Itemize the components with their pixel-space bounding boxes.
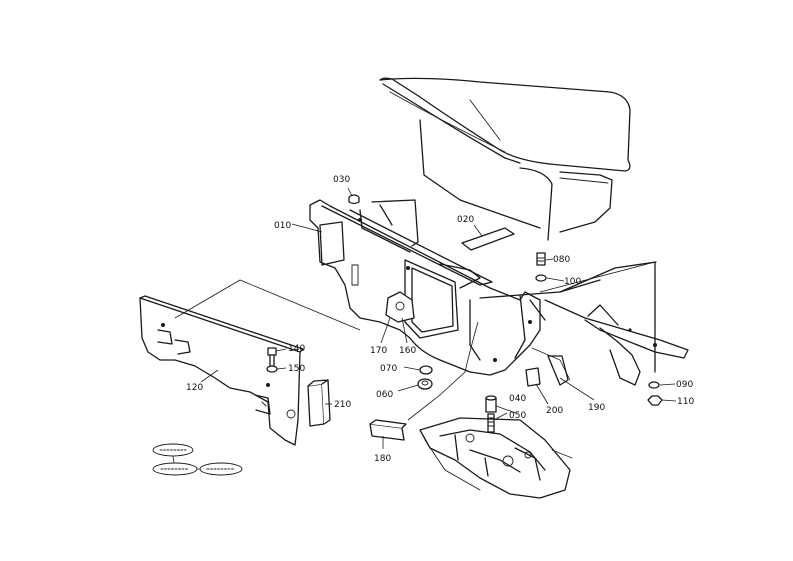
callout-110: 110	[677, 397, 694, 407]
callout-120: 120	[186, 383, 203, 393]
callout-160: 160	[399, 346, 416, 356]
callout-050: 050	[509, 411, 526, 421]
callout-090: 090	[676, 380, 693, 390]
spacer-040	[485, 395, 497, 413]
bracket-160	[385, 291, 415, 323]
nut-110	[647, 395, 663, 406]
callout-leaders	[200, 187, 677, 449]
lower-chassis	[419, 417, 573, 499]
callout-100: 100	[564, 277, 581, 287]
callout-170: 170	[370, 346, 387, 356]
bolt-080	[536, 252, 546, 266]
spacer-210	[307, 379, 331, 427]
washer-100	[535, 274, 547, 282]
callout-080: 080	[553, 255, 570, 265]
bolt-140	[267, 347, 277, 367]
callout-020: 020	[457, 215, 474, 225]
callout-070: 070	[380, 364, 397, 374]
callout-180: 180	[374, 454, 391, 464]
callout-030: 030	[333, 175, 350, 185]
cushion-070	[419, 365, 433, 375]
washer-030	[348, 194, 360, 205]
rear-frame	[309, 199, 546, 376]
callout-060: 060	[376, 390, 393, 400]
washer-090	[648, 381, 660, 389]
side-plate-120	[139, 295, 304, 446]
washer-150	[266, 365, 278, 373]
callout-140: 140	[288, 344, 305, 354]
callout-210: 210	[334, 400, 351, 410]
seat-shell	[379, 77, 631, 241]
reference-boxes	[152, 443, 243, 476]
cushion-060	[417, 378, 433, 390]
callout-190: 190	[588, 403, 605, 413]
callout-040: 040	[509, 394, 526, 404]
block-200	[525, 367, 541, 387]
bolt-050	[487, 413, 495, 433]
callout-labels: 010 020 030 040 050 060 070 080 090 100 …	[186, 175, 694, 464]
callout-200: 200	[546, 406, 563, 416]
callout-010: 010	[274, 221, 291, 231]
callout-150: 150	[288, 364, 305, 374]
reference-box-1	[152, 443, 194, 457]
pad-180	[369, 419, 407, 441]
connecting-lines	[174, 261, 656, 421]
bar-020	[461, 227, 515, 251]
